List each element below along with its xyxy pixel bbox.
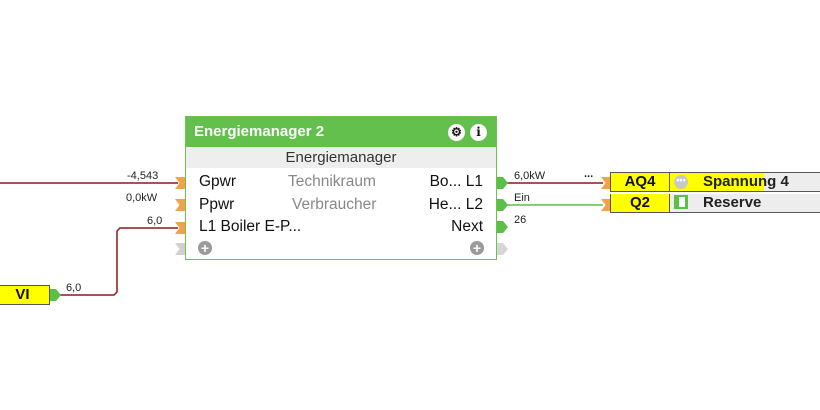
ppwr-value: 0,0kW [126, 192, 158, 204]
input-label-gpwr: Gpwr [199, 173, 237, 190]
aq4-block[interactable]: AQ4 ••• Spannung 4 [610, 172, 820, 192]
q2-input-pin[interactable] [601, 199, 611, 211]
he-l2-value: Ein [514, 192, 530, 204]
l1-boiler-value: 6,0 [147, 215, 163, 227]
location-label: Technikraum [288, 173, 376, 190]
input-pin-add[interactable] [175, 243, 185, 255]
block-type-label: Energiemanager [186, 147, 496, 168]
next-value: 26 [514, 214, 527, 226]
output-label-next: Next [451, 218, 483, 235]
category-label: Verbraucher [292, 196, 377, 213]
info-icon[interactable]: i [470, 124, 487, 141]
aq4-name: AQ4 [611, 173, 670, 191]
output-pin-add[interactable] [497, 243, 508, 255]
block-header[interactable]: Energiemanager 2 ⚙ i [186, 117, 496, 147]
add-output-icon[interactable]: + [470, 241, 484, 255]
toggle-on-icon[interactable] [674, 195, 688, 209]
gpwr-value: -4,543 [127, 170, 159, 182]
output-pin-he-l2[interactable] [497, 199, 508, 211]
input-pin-l1-boiler[interactable] [175, 222, 185, 234]
bo-l1-value: 6,0kW [514, 170, 546, 182]
output-pin-next[interactable] [497, 221, 508, 233]
input-pin-gpwr[interactable] [175, 177, 185, 189]
aq4-input-pin[interactable] [601, 177, 611, 189]
energiemanager-block[interactable]: Energiemanager 2 ⚙ i Energiemanager Gpwr… [185, 116, 497, 260]
more-icon[interactable]: ••• [674, 175, 688, 189]
gear-icon[interactable]: ⚙ [448, 124, 465, 141]
add-input-icon[interactable]: + [198, 241, 212, 255]
input-label-l1-boiler: L1 Boiler E-P... [199, 218, 302, 235]
vi-output-pin[interactable] [50, 289, 61, 301]
output-pin-bo-l1[interactable] [497, 177, 508, 189]
wire-vi-to-l1-boiler[interactable] [60, 227, 178, 296]
vi-value: 6,0 [66, 282, 82, 294]
output-label-he-l2: He... L2 [428, 196, 483, 213]
aq4-description: Spannung 4 [703, 173, 789, 190]
q2-block[interactable]: Q2 Reserve [610, 194, 820, 213]
input-label-ppwr: Ppwr [199, 196, 235, 213]
input-pin-ppwr[interactable] [175, 199, 185, 211]
output-label-bo-l1: Bo... L1 [429, 173, 483, 190]
block-title: Energiemanager 2 [194, 123, 325, 140]
q2-description: Reserve [703, 194, 762, 211]
vi-block[interactable]: VI [0, 285, 50, 305]
aq4-marker: ... [584, 168, 594, 180]
aq4-value-bar [670, 173, 764, 191]
q2-name: Q2 [611, 194, 670, 212]
